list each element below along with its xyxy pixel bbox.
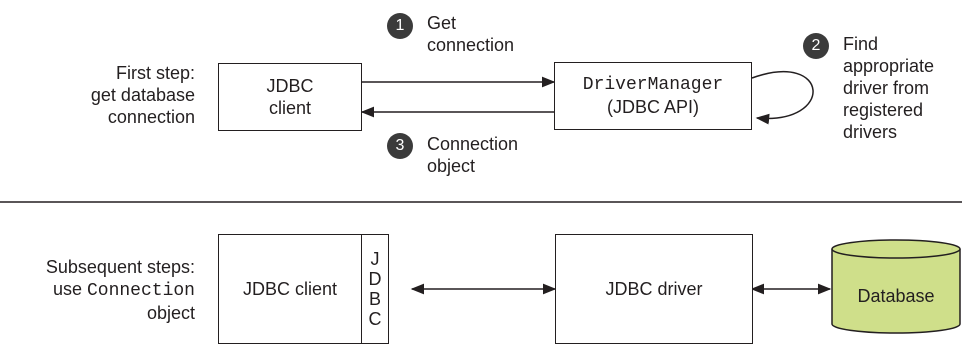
step-1-text: Get connection — [427, 12, 514, 56]
jdbc-letter-d: D — [368, 269, 382, 289]
jdbc-api-strip: J D B C — [361, 234, 389, 344]
step-1-line-1: Get — [427, 13, 457, 33]
subsequent-line-3: object — [146, 303, 195, 323]
self-loop-arrow — [751, 71, 814, 125]
first-step-line-1: First step: — [115, 63, 195, 83]
subsequent-steps-label: Subsequent steps: use Connection object — [46, 256, 195, 324]
jdbc-client-box-top: JDBC client — [218, 63, 362, 131]
client-box-line-2: client — [268, 98, 312, 118]
client-box-line-1: JDBC — [266, 76, 314, 96]
database-text: Database — [857, 286, 935, 306]
database-cylinder — [831, 239, 961, 334]
subsequent-line-2: use Connection — [46, 278, 195, 302]
subsequent-line-2-prefix: use — [52, 279, 87, 299]
step-2-line-1: Find — [843, 34, 879, 54]
step-2-badge: 2 — [803, 33, 829, 59]
step-3-line-2: object — [427, 156, 476, 176]
first-step-line-2: get database — [90, 85, 195, 105]
step-1-line-2: connection — [427, 35, 515, 55]
jdbc-driver-box: JDBC driver — [555, 234, 753, 344]
step-1-badge: 1 — [387, 13, 413, 39]
driver-manager-class: DriverManager — [582, 75, 724, 95]
step-3-badge: 3 — [387, 133, 413, 159]
step-2-line-2: appropriate — [843, 56, 935, 76]
jdbc-letter-b: B — [368, 289, 381, 309]
database-label: Database — [832, 282, 960, 310]
first-step-label: First step: get database connection — [91, 62, 195, 128]
subsequent-line-1: Subsequent steps: — [45, 257, 195, 277]
jdbc-driver-label: JDBC driver — [605, 279, 703, 299]
jdbc-client-label: JDBC client — [242, 279, 338, 299]
step-2-line-3: driver from — [843, 78, 930, 98]
jdbc-letter-j: J — [370, 249, 380, 269]
jdbc-letter-c: C — [368, 309, 382, 329]
step-3-text: Connection object — [427, 133, 518, 177]
step-2-line-5: drivers — [843, 122, 898, 142]
step-2-text: Find appropriate driver from registered … — [843, 33, 934, 143]
driver-manager-sub: (JDBC API) — [606, 97, 699, 117]
first-step-line-3: connection — [107, 107, 195, 127]
step-2-line-4: registered — [843, 100, 924, 120]
connection-class-name: Connection — [86, 281, 195, 301]
jdbc-client-box-bottom: JDBC client — [218, 234, 362, 344]
step-3-line-1: Connection — [427, 134, 519, 154]
driver-manager-box: DriverManager (JDBC API) — [554, 62, 752, 130]
